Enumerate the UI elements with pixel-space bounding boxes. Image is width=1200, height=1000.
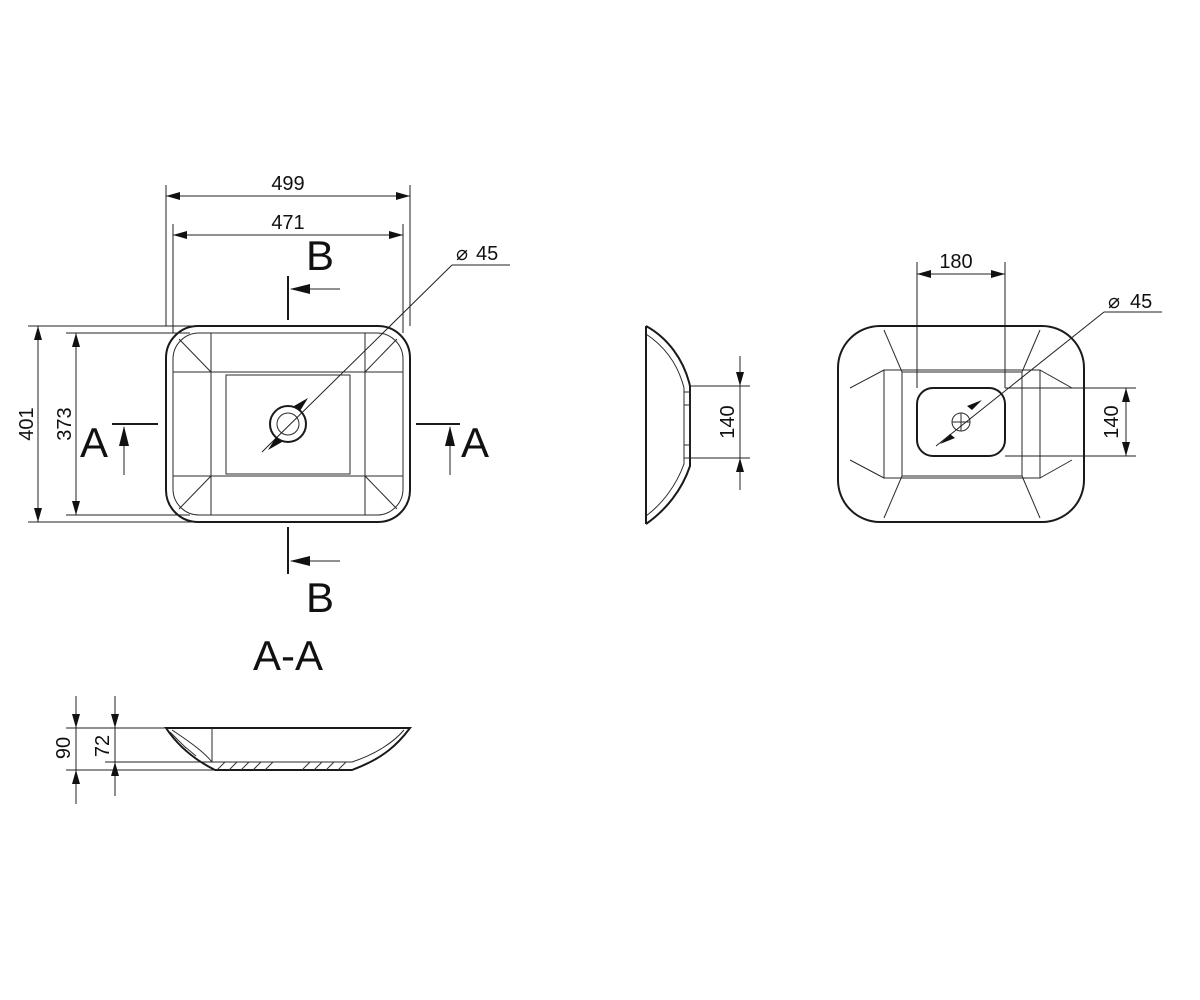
dimension-drain-45-bottom: 45 bbox=[1130, 291, 1152, 313]
diameter-leader bbox=[261, 264, 453, 453]
section-inner-profile bbox=[171, 729, 405, 763]
bottom-facet-line bbox=[1021, 475, 1041, 519]
section-arrow-b-bottom bbox=[290, 556, 310, 566]
diameter-symbol: ⌀ bbox=[456, 243, 468, 265]
bottom-facet-line bbox=[1039, 369, 1073, 389]
dimension-arrow bbox=[991, 270, 1005, 278]
side-drain-outline bbox=[684, 391, 691, 459]
section-label-b-bottom: B bbox=[306, 574, 334, 621]
bottom-facet-line bbox=[883, 475, 903, 519]
dimension-arrow bbox=[72, 770, 80, 784]
bottom-facet-line bbox=[849, 369, 885, 389]
basin-floor bbox=[210, 371, 366, 477]
top-view: 499 471 401 373 ⌀ 45 A A bbox=[16, 173, 510, 621]
dimension-arrow bbox=[389, 231, 403, 239]
basin-facets bbox=[210, 371, 366, 477]
dimension-140-side: 140 bbox=[717, 405, 739, 438]
dimension-arrow bbox=[72, 714, 80, 728]
dimension-arrow bbox=[1122, 388, 1130, 402]
facet-line bbox=[364, 338, 398, 373]
dimension-drain-45: 45 bbox=[476, 243, 498, 265]
dimension-arrow bbox=[268, 437, 282, 450]
dimension-arrow bbox=[940, 434, 955, 444]
dimension-arrow bbox=[736, 458, 744, 472]
facet-line bbox=[364, 475, 398, 510]
dimension-140-bottom: 140 bbox=[1101, 405, 1123, 438]
bottom-facet-line bbox=[1039, 459, 1073, 479]
bottom-foot-outer bbox=[883, 369, 1041, 479]
dimension-arrow bbox=[173, 231, 187, 239]
section-arrow-a-right bbox=[445, 426, 455, 446]
dimension-arrow bbox=[396, 192, 410, 200]
dimension-373: 373 bbox=[54, 407, 76, 440]
section-arrow-b-top bbox=[290, 284, 310, 294]
basin-inner-rim bbox=[172, 332, 404, 516]
bottom-foot-inner bbox=[901, 371, 1023, 477]
dimension-499: 499 bbox=[271, 173, 304, 195]
dimension-arrow bbox=[34, 326, 42, 340]
diameter-symbol: ⌀ bbox=[1108, 291, 1120, 313]
section-title: A-A bbox=[253, 632, 323, 679]
dimension-72: 72 bbox=[92, 735, 114, 757]
dimension-471: 471 bbox=[271, 212, 304, 234]
dimension-arrow bbox=[166, 192, 180, 200]
basin-floor-inner bbox=[225, 374, 351, 475]
side-view: 140 bbox=[645, 325, 750, 525]
bottom-facet-line bbox=[883, 329, 903, 373]
drain-hole-outer bbox=[269, 405, 307, 443]
dimension-arrow bbox=[34, 508, 42, 522]
section-outer-profile bbox=[164, 727, 413, 771]
drain-hole-inner bbox=[276, 412, 300, 436]
dimension-arrow bbox=[917, 270, 931, 278]
diameter-leader bbox=[935, 311, 1105, 447]
dimension-arrow bbox=[72, 501, 80, 515]
section-label-a-left: A bbox=[80, 419, 108, 466]
dimension-90: 90 bbox=[53, 737, 75, 759]
section-label-b-top: B bbox=[306, 232, 334, 279]
facet-line bbox=[178, 338, 212, 373]
section-view-a-a: A-A 90 72 bbox=[53, 632, 413, 804]
dimension-arrow bbox=[111, 714, 119, 728]
facet-line bbox=[178, 475, 212, 510]
side-profile-inner bbox=[645, 333, 685, 517]
bottom-drain-pad bbox=[916, 387, 1006, 457]
dimension-arrow bbox=[967, 400, 982, 410]
basin-outer-rim bbox=[165, 325, 411, 523]
dimension-180: 180 bbox=[939, 251, 972, 273]
dimension-arrow bbox=[736, 372, 744, 386]
dimension-arrow bbox=[72, 333, 80, 347]
dimension-arrow bbox=[111, 762, 119, 776]
bottom-facet-line bbox=[849, 459, 885, 479]
bottom-outer-outline bbox=[837, 325, 1085, 523]
bottom-facet-line bbox=[1021, 329, 1041, 373]
dimension-401: 401 bbox=[16, 407, 38, 440]
section-wall-hatch-left bbox=[169, 731, 197, 757]
dimension-arrow bbox=[1122, 442, 1130, 456]
bottom-view: 180 140 ⌀ 45 bbox=[837, 251, 1162, 523]
section-hatching bbox=[214, 762, 349, 770]
section-arrow-a-left bbox=[119, 426, 129, 446]
section-label-a-right: A bbox=[461, 419, 489, 466]
dimension-arrow bbox=[294, 398, 308, 411]
